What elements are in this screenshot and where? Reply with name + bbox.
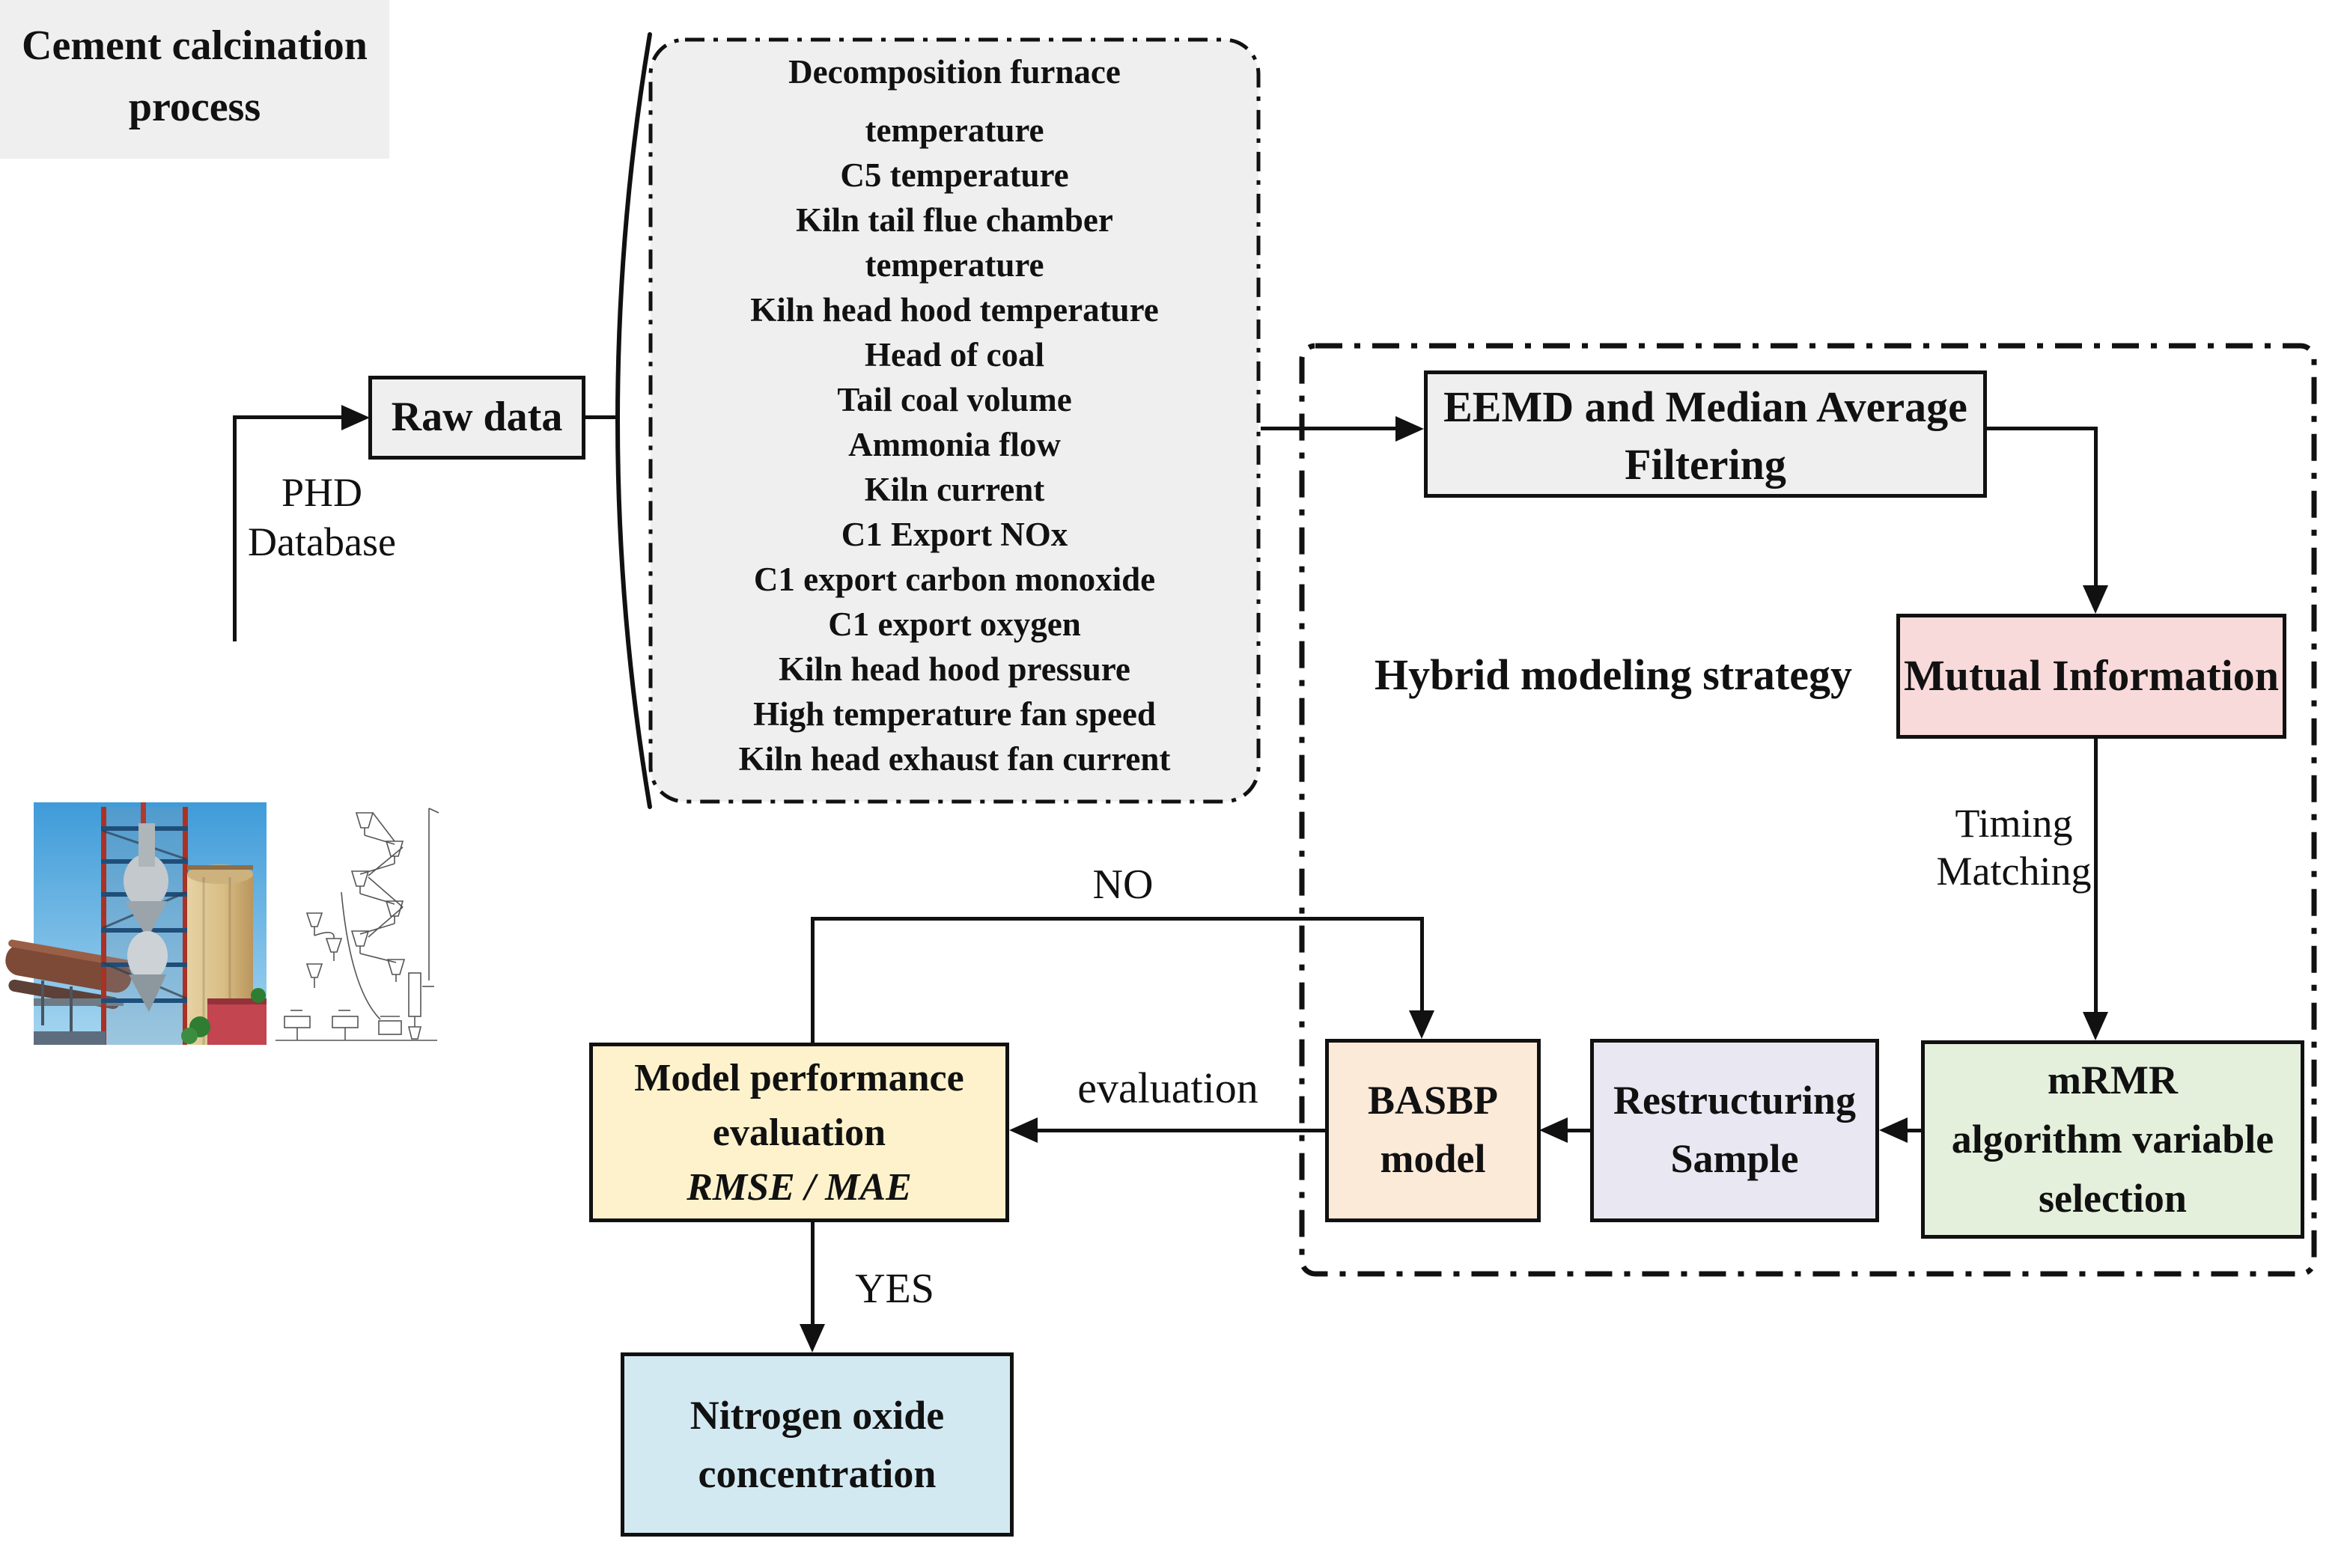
connector-mutual-to-mrmr bbox=[2094, 739, 2098, 1015]
process-variable-line: C1 export carbon monoxide bbox=[753, 561, 1156, 598]
connector-rawdata-to-bracket bbox=[584, 415, 615, 419]
model-evaluation-metrics: RMSE / MAE bbox=[687, 1166, 912, 1209]
process-variable-line: Tail coal volume bbox=[837, 381, 1072, 418]
mrmr-line3: selection bbox=[2039, 1176, 2187, 1221]
process-variable-line: Kiln head hood pressure bbox=[779, 650, 1130, 688]
process-variable-line: C5 temperature bbox=[840, 156, 1069, 194]
restructuring-line1: Restructuring bbox=[1613, 1078, 1856, 1123]
connector-eemd-elbow-horizontal bbox=[1985, 427, 2098, 430]
process-variable-line: Kiln tail flue chamber bbox=[796, 201, 1113, 239]
timing-matching-label: Timing Matching bbox=[1917, 799, 2111, 895]
timing-matching-line1: Timing bbox=[1955, 801, 2073, 846]
arrowhead-into-rawdata bbox=[341, 405, 370, 430]
process-variable-line: temperature bbox=[865, 246, 1044, 284]
mutual-information-box: Mutual Information bbox=[1896, 614, 2286, 739]
process-variables-list: Decomposition furnace temperature C5 tempe… bbox=[659, 49, 1250, 781]
output-line2: concentration bbox=[698, 1451, 937, 1496]
cement-process-label-line2: process bbox=[128, 84, 261, 130]
connector-basbp-to-evaluation bbox=[1036, 1129, 1327, 1132]
process-variable-line: C1 export oxygen bbox=[828, 605, 1081, 643]
basbp-line1: BASBP bbox=[1367, 1078, 1499, 1123]
raw-data-box: Raw data bbox=[368, 376, 585, 460]
hybrid-strategy-label: Hybrid modeling strategy bbox=[1375, 650, 1852, 699]
phd-database-label: PHD Database bbox=[247, 468, 397, 567]
basbp-model-box: BASBP model bbox=[1325, 1039, 1541, 1222]
basbp-line2: model bbox=[1380, 1136, 1486, 1181]
connector-restructuring-to-basbp bbox=[1566, 1129, 1592, 1132]
process-variable-line: C1 Export NOx bbox=[841, 516, 1068, 553]
connector-eemd-elbow-vertical bbox=[2094, 427, 2098, 588]
arrowhead-into-mutual-information bbox=[2083, 585, 2108, 614]
yes-edge-label: YES bbox=[855, 1266, 934, 1312]
no-edge-label: NO bbox=[1092, 861, 1154, 908]
left-parenthesis-bracket bbox=[615, 32, 652, 809]
process-variable-line: Head of coal bbox=[865, 336, 1044, 373]
model-evaluation-line1: Model performance bbox=[634, 1057, 964, 1099]
connector-cement-to-rawdata-vertical bbox=[233, 417, 237, 641]
arrowhead-into-output-box bbox=[800, 1324, 825, 1352]
arrowhead-into-evaluation-box bbox=[1009, 1117, 1038, 1143]
process-variable-line: Kiln current bbox=[864, 471, 1045, 508]
model-evaluation-line2: evaluation bbox=[712, 1111, 886, 1154]
mrmr-line1: mRMR bbox=[2048, 1058, 2178, 1102]
arrowhead-into-eemd bbox=[1395, 416, 1424, 442]
eemd-filtering-box: EEMD and Median Average Filtering bbox=[1424, 370, 1987, 498]
evaluation-edge-label: evaluation bbox=[1077, 1064, 1258, 1112]
model-evaluation-box: Model performance evaluation RMSE / MAE bbox=[589, 1043, 1009, 1222]
arrowhead-into-mrmr bbox=[2083, 1012, 2108, 1040]
connector-variables-to-eemd bbox=[1261, 427, 1397, 430]
no-feedback-vertical-right bbox=[1420, 917, 1424, 1013]
eemd-filtering-line2: Filtering bbox=[1625, 440, 1786, 489]
preheater-flow-diagram bbox=[268, 802, 445, 1049]
timing-matching-line2: Matching bbox=[1936, 849, 2092, 894]
cement-plant-photo bbox=[5, 802, 267, 1045]
arrowhead-into-basbp bbox=[1539, 1117, 1568, 1143]
phd-database-line1: PHD bbox=[281, 470, 363, 515]
cement-process-label-line1: Cement calcination bbox=[22, 22, 368, 69]
no-feedback-horizontal bbox=[811, 917, 1424, 921]
arrowhead-into-restructuring bbox=[1879, 1117, 1908, 1143]
mrmr-line2: algorithm variable bbox=[1951, 1117, 2274, 1162]
process-variable-line: Kiln head exhaust fan current bbox=[738, 740, 1171, 778]
arrowhead-into-basbp-top bbox=[1409, 1010, 1434, 1039]
process-variable-line: Decomposition furnace bbox=[788, 53, 1121, 91]
process-variable-line: Kiln head hood temperature bbox=[750, 291, 1159, 329]
phd-database-line2: Database bbox=[248, 519, 396, 564]
no-feedback-vertical-left bbox=[811, 919, 815, 1044]
nitrogen-oxide-output-box: Nitrogen oxide concentration bbox=[621, 1352, 1014, 1537]
yes-connector-vertical bbox=[811, 1222, 815, 1327]
connector-mrmr-to-restructuring bbox=[1906, 1129, 1923, 1132]
process-variable-line: Ammonia flow bbox=[848, 426, 1061, 463]
restructuring-sample-box: Restructuring Sample bbox=[1590, 1039, 1879, 1222]
cement-process-label: Cement calcination process bbox=[0, 0, 389, 159]
output-line1: Nitrogen oxide bbox=[690, 1393, 945, 1438]
variables-list-panel bbox=[648, 37, 1261, 804]
mrmr-selection-box: mRMR algorithm variable selection bbox=[1921, 1040, 2304, 1239]
restructuring-line2: Sample bbox=[1670, 1136, 1799, 1181]
process-variable-line: High temperature fan speed bbox=[753, 695, 1156, 733]
eemd-filtering-line1: EEMD and Median Average bbox=[1443, 382, 1967, 431]
connector-cement-to-rawdata-horizontal bbox=[233, 415, 344, 419]
process-variable-line: temperature bbox=[865, 112, 1044, 149]
